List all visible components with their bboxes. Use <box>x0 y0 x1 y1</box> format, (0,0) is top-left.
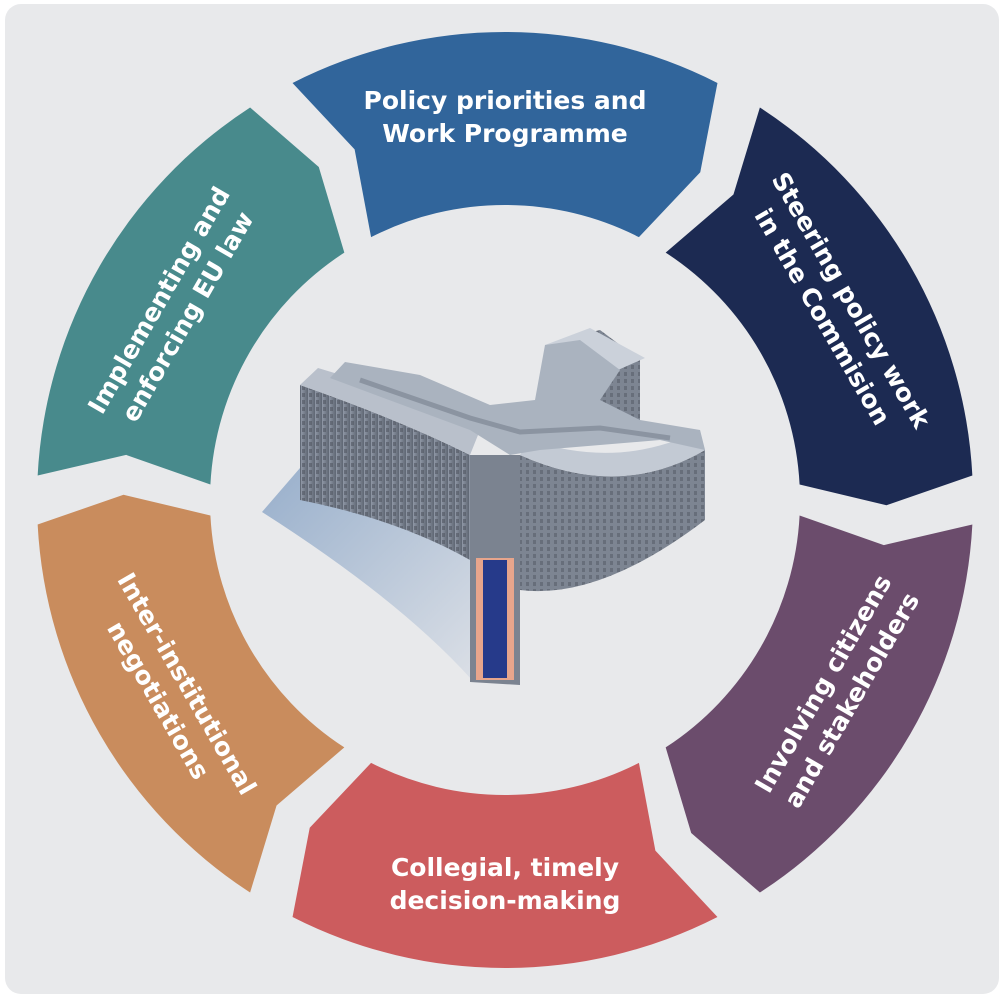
segment-label-line: Work Programme <box>382 119 628 148</box>
segment-label-line: Collegial, timely <box>391 853 619 882</box>
segment-collegial-decision <box>292 762 718 969</box>
segment-implementing-law <box>37 107 345 485</box>
berlaymont-building-illustration <box>262 328 705 685</box>
segment-inter-institutional <box>37 494 345 893</box>
segment-label-line: Policy priorities and <box>364 86 647 115</box>
segment-involving-citizens <box>665 515 973 893</box>
segment-label-line: decision-making <box>390 886 621 915</box>
segment-steering-policy <box>665 107 973 506</box>
segment-policy-priorities <box>292 32 718 238</box>
segment-label-collegial-decision: Collegial, timely decision-making <box>390 853 621 915</box>
